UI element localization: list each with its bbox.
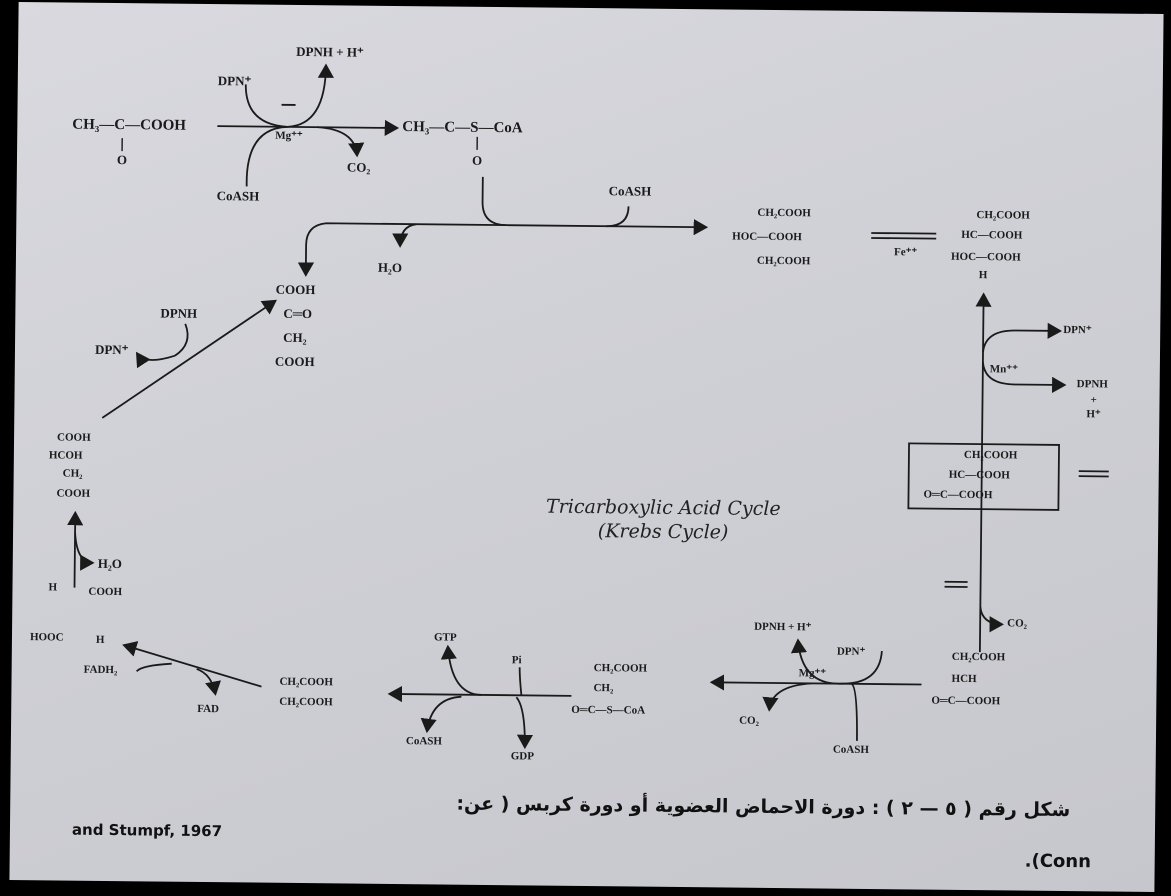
malate-dh-dpn: DPN⁺ — [94, 341, 129, 358]
citrate-coash: CoASH — [608, 183, 652, 199]
acetyl-coa-formula: CH₃—C—S—CoA — [402, 119, 523, 137]
pyruvate-coash: CoASH — [216, 188, 260, 204]
succinyl-thiokinase-gtp: GTP — [433, 631, 457, 644]
book-page: DPN⁺ DPNH + H⁺ CH₃—C—COOH O Mg⁺⁺ CO₂ CoA… — [9, 2, 1164, 892]
isocitrate-h: H⁺ — [1086, 408, 1101, 421]
pyruvate-dpn: DPN⁺ — [217, 73, 252, 89]
fumarate-cooh: COOH — [88, 585, 123, 599]
cycle-title-line2: (Krebs Cycle) — [597, 519, 729, 544]
citrate-h2o: H₂O — [377, 259, 403, 276]
pyruvate-co2: CO₂ — [346, 159, 371, 175]
oxalosuccinate-co2: CO₂ — [1007, 617, 1028, 630]
succinate-dh-fad: FAD — [197, 702, 220, 716]
pyruvate-dpnh: DPNH + H⁺ — [296, 43, 364, 60]
succinyl-thiokinase-coash: CoASH — [405, 735, 443, 748]
succinate-dh-fadh2: FADH₂ — [83, 663, 118, 677]
pyruvate-oxo: O — [116, 152, 128, 168]
cycle-arrows — [67, 63, 1109, 750]
succinyl-thiokinase-gdp: GDP — [510, 750, 535, 763]
succinyl-thiokinase-pi: Pi — [511, 654, 522, 667]
ketoglutarate-dh-coash: CoASH — [832, 743, 869, 756]
cycle-title-line1: Tricarboxylic Acid Cycle — [545, 495, 781, 521]
ketoglutarate-dh-mg: Mg⁺⁺ — [798, 667, 827, 680]
ketoglutarate-dh-dpnh: DPNH + H⁺ — [754, 620, 812, 634]
fumarase-h2o: H₂O — [97, 555, 122, 572]
fumarate-h-bottom: H — [95, 633, 105, 646]
ketoglutarate-dh-co2: CO₂ — [739, 714, 760, 727]
fumarate-h-top: H — [48, 581, 58, 594]
isocitrate-mn: Mn⁺⁺ — [989, 363, 1019, 376]
acetyl-coa-oxo: O — [471, 152, 483, 168]
isocitrate-dpnh: DPNH — [1076, 378, 1108, 391]
fumarate-hooc: HOOC — [29, 631, 64, 644]
pyruvate-formula: CH₃—C—COOH — [72, 116, 187, 134]
cycle-title: Tricarboxylic Acid Cycle (Krebs Cycle) — [513, 495, 813, 546]
pyruvate-mg: Mg⁺⁺ — [275, 129, 303, 143]
citrate-fe: Fe⁺⁺ — [893, 246, 918, 259]
figure-caption-line2: .(Conn — [1024, 850, 1092, 873]
ketoglutarate-dh-dpn: DPN⁺ — [836, 645, 866, 658]
isocitrate-plus: + — [1090, 394, 1097, 407]
isocitrate-dpn: DPN⁺ — [1063, 323, 1092, 337]
figure-caption-citation: and Stumpf, 1967 — [71, 820, 223, 841]
malate-dh-dpnh: DPNH — [160, 305, 198, 321]
